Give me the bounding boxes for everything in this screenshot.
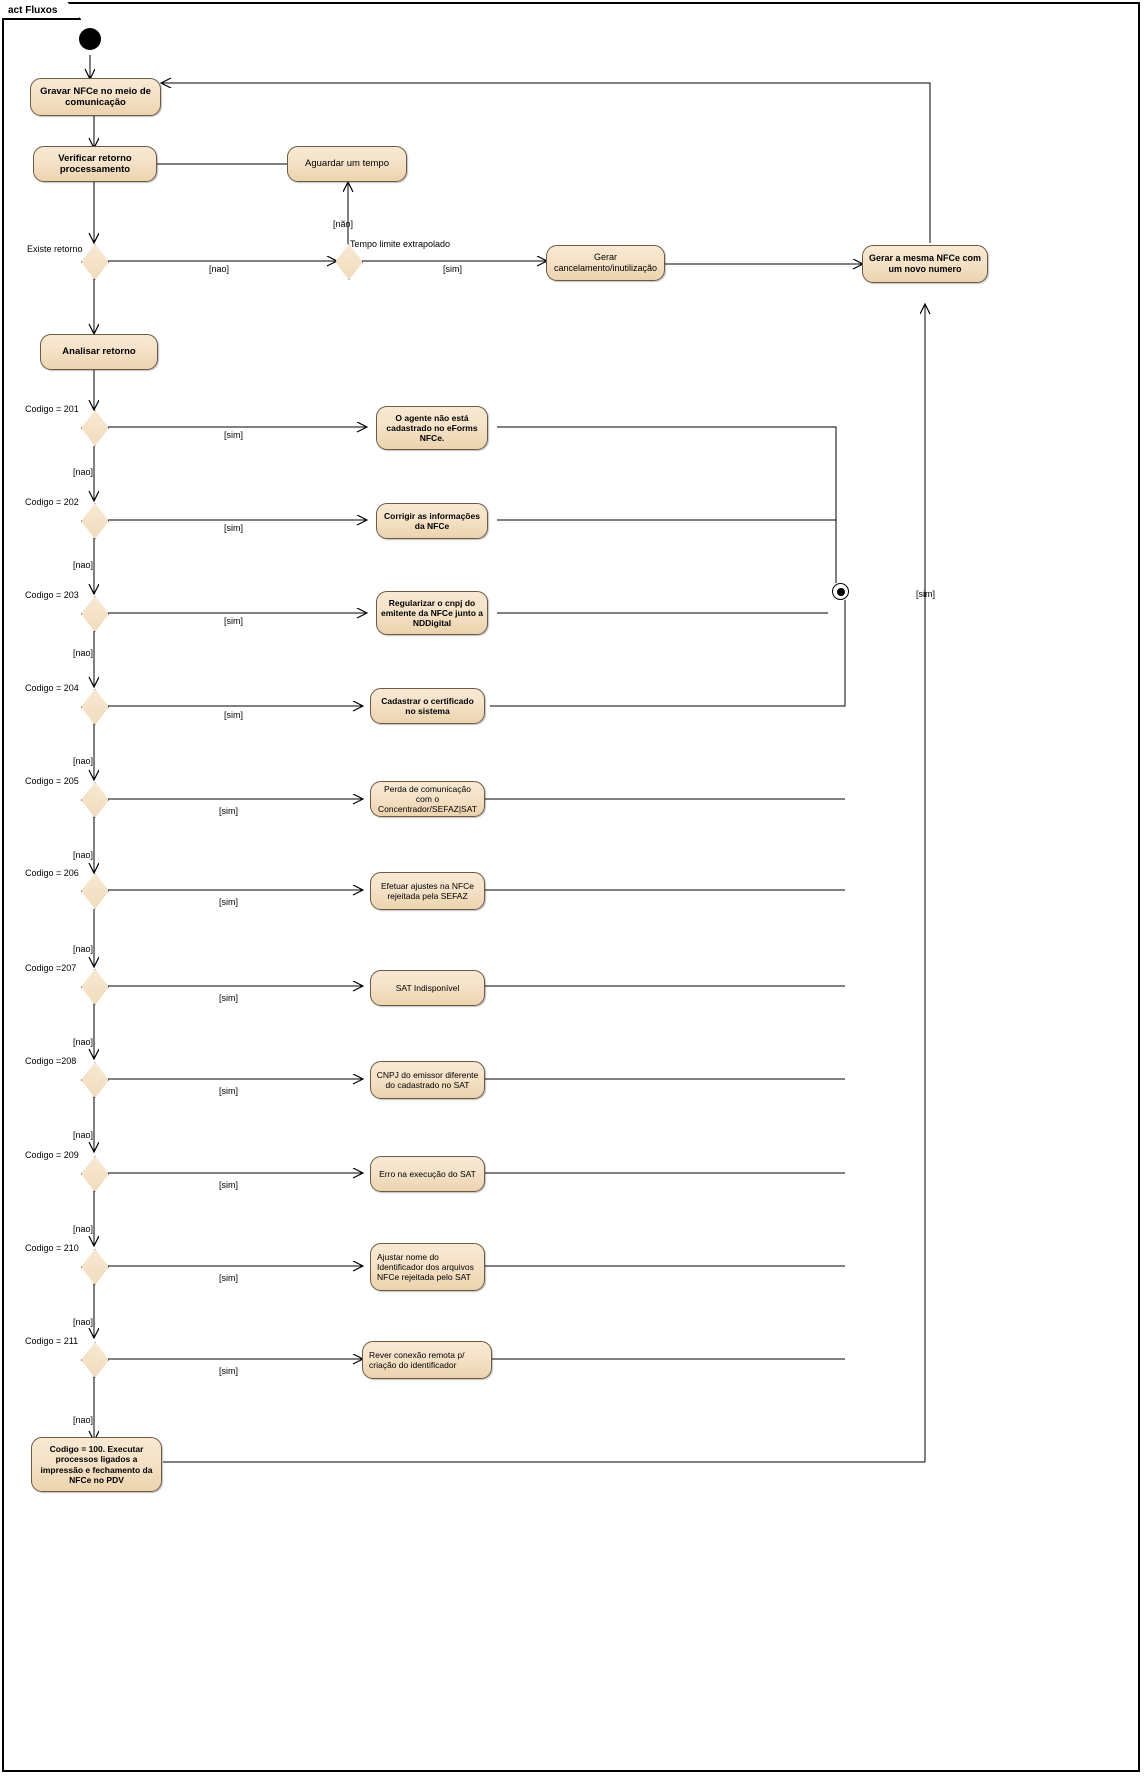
guard-nao-203: [nao] [73,648,94,658]
action-codigo-205[interactable]: Perda de comunicação com o Concentrador/… [370,781,485,817]
action-analisar-retorno[interactable]: Analisar retorno [40,334,158,370]
decision-codigo-201[interactable] [81,410,109,446]
guard-sim-210: [sim] [219,1273,238,1283]
guard-sim-211: [sim] [219,1366,238,1376]
guard-nao-204: [nao] [73,756,94,766]
initial-node [79,28,101,50]
decision-label-tempo-limite: Tempo limite extrapolado [350,239,451,249]
action-codigo-208[interactable]: CNPJ do emissor diferente do cadastrado … [370,1061,485,1099]
decision-codigo-202[interactable] [81,503,109,539]
diagram-frame-tab: act Fluxos [2,2,81,20]
guard-sim-205: [sim] [219,806,238,816]
guard-sim-202: [sim] [224,523,243,533]
action-codigo-203[interactable]: Regularizar o cnpj do emitente da NFCe j… [376,591,488,635]
decision-codigo-204[interactable] [81,689,109,725]
guard-nao-211: [nao] [73,1415,94,1425]
guard-nao-208: [nao] [73,1130,94,1140]
decision-codigo-207[interactable] [81,969,109,1005]
decision-label-existe-retorno: Existe retorno [27,244,83,254]
guard-sim-209: [sim] [219,1180,238,1190]
guard-sim-tempo-limite: [sim] [443,264,462,274]
decision-label-codigo-205: Codigo = 205 [25,776,79,786]
activity-final-node [832,583,849,600]
decision-codigo-203[interactable] [81,596,109,632]
guard-nao-tempo-limite: [não] [333,219,354,229]
guard-sim-204: [sim] [224,710,243,720]
guard-nao-205: [nao] [73,850,94,860]
diagram-frame-label: act Fluxos [8,4,58,16]
guard-nao-207: [nao] [73,1037,94,1047]
action-codigo-100[interactable]: Codigo = 100. Executar processos ligados… [31,1437,162,1492]
decision-label-codigo-208: Codigo =208 [25,1056,77,1066]
action-gravar-nfce[interactable]: Gravar NFCe no meio de comunicação [30,78,161,116]
decision-label-codigo-206: Codigo = 206 [25,868,79,878]
guard-nao-202: [nao] [73,560,94,570]
guard-nao-209: [nao] [73,1224,94,1234]
guard-nao-existe-retorno: [nao] [209,264,230,274]
action-verificar-retorno[interactable]: Verificar retorno processamento [33,146,157,182]
guard-nao-201: [nao] [73,467,94,477]
decision-label-codigo-203: Codigo = 203 [25,590,79,600]
action-gerar-mesma-nfce[interactable]: Gerar a mesma NFCe com um novo numero [862,245,988,283]
decision-existe-retorno[interactable] [81,244,109,280]
action-codigo-211[interactable]: Rever conexão remota p/ criação do ident… [362,1341,492,1379]
guard-sim-203: [sim] [224,616,243,626]
decision-codigo-205[interactable] [81,782,109,818]
decision-label-codigo-202: Codigo = 202 [25,497,79,507]
decision-label-codigo-207: Codigo =207 [25,963,77,973]
action-codigo-209[interactable]: Erro na execução do SAT [370,1156,485,1192]
guard-sim-201: [sim] [224,430,243,440]
action-codigo-207[interactable]: SAT Indisponível [370,970,485,1006]
action-codigo-201[interactable]: O agente não está cadastrado no eForms N… [376,406,488,450]
decision-label-codigo-210: Codigo = 210 [25,1243,79,1253]
guard-sim-208: [sim] [219,1086,238,1096]
decision-codigo-206[interactable] [81,873,109,909]
decision-codigo-210[interactable] [81,1249,109,1285]
action-gerar-cancelamento[interactable]: Gerar cancelamento/inutilização [546,245,665,281]
guard-nao-206: [nao] [73,944,94,954]
decision-tempo-limite[interactable] [335,244,363,280]
action-codigo-210[interactable]: Ajustar nome do Identificador dos arquiv… [370,1243,485,1291]
decision-label-codigo-204: Codigo = 204 [25,683,79,693]
decision-codigo-209[interactable] [81,1156,109,1192]
decision-label-codigo-201: Codigo = 201 [25,404,79,414]
decision-codigo-208[interactable] [81,1062,109,1098]
guard-sim-207: [sim] [219,993,238,1003]
decision-label-codigo-209: Codigo = 209 [25,1150,79,1160]
action-aguardar-tempo[interactable]: Aguardar um tempo [287,146,407,182]
decision-label-codigo-211: Codigo = 211 [25,1336,79,1346]
action-codigo-202[interactable]: Corrigir as informações da NFCe [376,503,488,539]
decision-codigo-211[interactable] [81,1342,109,1378]
guard-sim-final-loop: [sim] [916,589,935,599]
action-codigo-206[interactable]: Efetuar ajustes na NFCe rejeitada pela S… [370,872,485,910]
guard-sim-206: [sim] [219,897,238,907]
action-codigo-204[interactable]: Cadastrar o certificado no sistema [370,688,485,724]
guard-nao-210: [nao] [73,1317,94,1327]
